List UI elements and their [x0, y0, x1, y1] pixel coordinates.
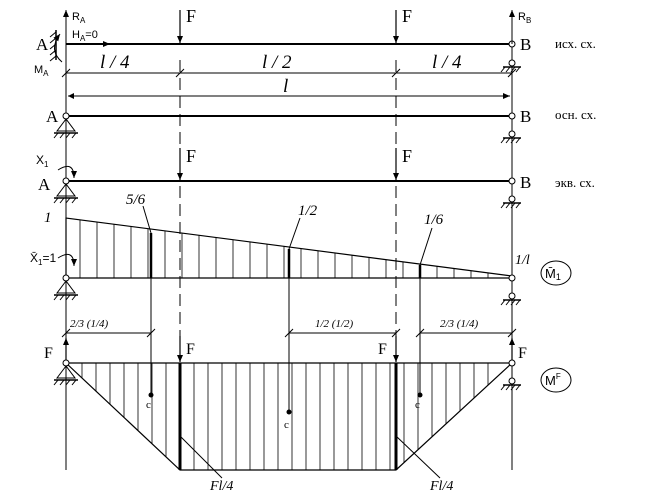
pin-support-b-equivalent — [500, 177, 521, 209]
centroid-point-3 — [417, 392, 423, 398]
pin-support-a-mf — [53, 359, 78, 386]
m1-label-1-2: 1/2 — [298, 203, 318, 219]
x1-label: X1 — [36, 153, 49, 169]
centroid-point-2 — [286, 409, 292, 415]
xbar1-moment-arrow — [57, 253, 77, 267]
scheme-original-label: исх. сх. — [555, 36, 596, 51]
equivalent-scheme: X1 A B F F экв. сх. — [36, 146, 595, 209]
mf-right-value: Fl/4 — [429, 479, 453, 494]
ma-label: MA — [34, 64, 49, 78]
pin-support-a-basic — [53, 112, 78, 139]
centroid-dimensions: 2/3 (1/4) 1/2 (1/2) 2/3 (1/4) — [61, 318, 517, 338]
force-f2-label: F — [402, 6, 412, 26]
m1-diagram-badge — [540, 260, 572, 286]
leader-5-6 — [142, 205, 152, 234]
label-b-basic: B — [520, 107, 531, 126]
m1-hatching — [79, 219, 489, 278]
mf-force-f1-label: F — [186, 341, 195, 358]
scheme-equivalent-label: экв. сх. — [555, 175, 595, 190]
label-a-basic: A — [46, 107, 59, 126]
centroid-label-2: c — [284, 419, 289, 431]
centroid-label-1: c — [146, 399, 151, 411]
dim-left: 2/3 (1/4) — [70, 318, 109, 330]
label-b-equivalent: B — [520, 173, 531, 192]
label-a-original: A — [36, 35, 49, 54]
leader-1-6 — [419, 227, 433, 266]
span-quarter-left: l / 4 — [100, 52, 130, 73]
label-b-original: B — [520, 35, 531, 54]
dim-middle: 1/2 (1/2) — [315, 318, 354, 330]
ra-label: RA — [72, 11, 86, 25]
rb-label: RB — [518, 11, 531, 25]
pin-support-b-original — [500, 40, 521, 73]
basic-scheme: A B осн. сх. — [46, 107, 596, 144]
pin-support-b-mf — [500, 359, 521, 391]
leader-1-2 — [288, 217, 301, 250]
label-a-equivalent: A — [38, 175, 51, 194]
x1-moment-arrow — [57, 165, 77, 179]
mf-hatching — [81, 363, 489, 470]
span-half: l / 2 — [262, 52, 292, 73]
mf-reaction-b-label: F — [518, 345, 527, 362]
force-f1-label-eq: F — [186, 146, 196, 166]
xbar1-label: X̄1=1 — [30, 251, 56, 267]
mf-force-f2-label: F — [378, 341, 387, 358]
original-scheme: RA HA=0 A MA RB B F F исх. сх. — [34, 6, 596, 78]
centroid-label-3: c — [415, 399, 420, 411]
force-f2-label-eq: F — [402, 146, 412, 166]
mf-diagram-badge — [540, 367, 572, 393]
dim-right: 2/3 (1/4) — [440, 318, 479, 330]
leader-fl4-right — [395, 435, 441, 479]
m1-diagram: 1 5/6 1/2 1/6 1/l X̄1=1 M̄1 — [30, 192, 572, 306]
mf-left-value: Fl/4 — [209, 479, 233, 494]
span-total: l — [283, 76, 288, 97]
force-f1-label: F — [186, 6, 196, 26]
m1-diagram-label: M̄1 — [545, 266, 561, 282]
pin-support-a-m1 — [53, 274, 78, 301]
pin-support-a-equivalent — [53, 177, 78, 204]
span-dimensions: l / 4 l / 2 l / 4 l — [61, 52, 517, 99]
ma-moment-arrow — [53, 33, 63, 63]
m1-label-5-6: 5/6 — [126, 192, 146, 208]
m1-label-1-6: 1/6 — [424, 212, 444, 228]
mf-diagram: c c c F F F F — [44, 278, 572, 494]
pin-support-b-m1 — [500, 274, 521, 306]
scheme-basic-label: осн. сх. — [555, 107, 596, 122]
m1-right-label: 1/l — [515, 253, 530, 268]
span-quarter-right: l / 4 — [432, 52, 462, 73]
m1-left-value: 1 — [44, 210, 52, 226]
leader-fl4-left — [179, 435, 223, 479]
ha-label: HA=0 — [72, 29, 98, 43]
mf-diagram-label: MF — [545, 372, 561, 388]
mf-reaction-a-label: F — [44, 345, 53, 362]
centroid-point-1 — [148, 392, 154, 398]
pin-support-b-basic — [500, 112, 521, 144]
